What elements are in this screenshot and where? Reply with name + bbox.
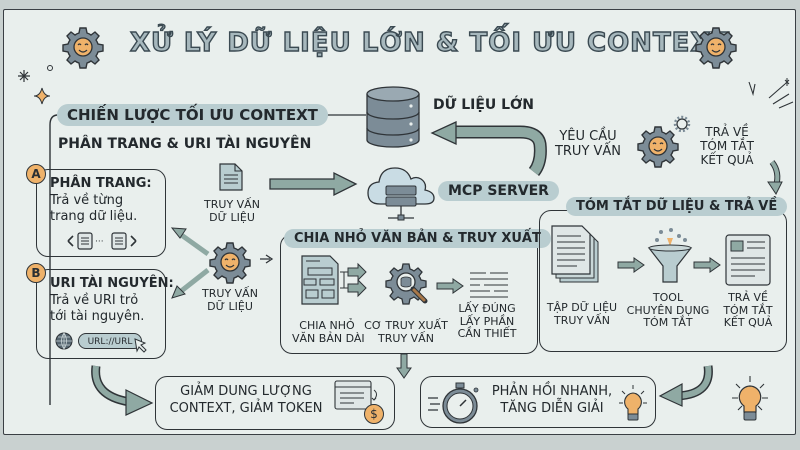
return-summary-line-2: TÓM TẮT [700, 138, 754, 153]
chunking-heading: CHIA NHỎ VĂN BẢN & TRUY XUẤT [284, 229, 551, 248]
pagination-title: PHÂN TRANG: [50, 176, 152, 191]
summary-step-3-line-3: KẾT QUẢ [723, 316, 773, 330]
uri-title: URI TÀI NGUYÊN: [50, 276, 174, 291]
curved-arrow-to-reduce [91, 365, 154, 416]
svg-text:···: ··· [95, 237, 104, 247]
fast-response-text: PHẢN HỒI NHANH, TĂNG DIỄN GIẢI [484, 384, 620, 418]
curved-arrow-to-fast [658, 365, 713, 407]
mcp-server-label: MCP SERVER [438, 181, 559, 201]
uri-link-text: URL://URL [87, 337, 133, 347]
arrow-right-small-icon [693, 257, 721, 273]
stopwatch-icon [428, 382, 479, 424]
arrow-right-small-icon [617, 257, 645, 273]
uri-card [36, 269, 166, 359]
return-summary-line-1: TRẢ VỀ [705, 125, 749, 139]
arrow-right-small-icon [436, 278, 464, 294]
cloud-server-icon [367, 167, 435, 221]
fast-line-1: PHẢN HỒI NHANH, [491, 384, 613, 399]
coin-icon: $ [364, 404, 384, 424]
summary-report-icon [725, 234, 771, 286]
arrow-down-icon [396, 353, 412, 379]
fast-response-card [420, 376, 656, 428]
reduce-line-2: CONTEXT, GIẢM TOKEN [169, 400, 323, 416]
chunk-step-3-line-3: CẦN THIẾT [457, 327, 517, 341]
reduce-token-text: GIẢM DUNG LƯỢNG CONTEXT, GIẢM TOKEN [160, 384, 332, 418]
curved-arrow-to-database [430, 120, 547, 177]
text-lines-icon [470, 272, 508, 298]
summary-step-2-line-3: TÓM TẮT [643, 316, 693, 330]
page-title: XỬ LÝ DỮ LIỆU LỚN & TỐI ƯU CONTEXT [129, 27, 731, 58]
lightbulb-icon [732, 376, 768, 421]
query-doc-line-2: DỮ LIỆU [209, 210, 255, 224]
database-icon [366, 86, 420, 148]
pagination-card [36, 169, 166, 257]
sparkle-icon [18, 65, 53, 105]
summary-heading: TÓM TẮT DỮ LIỆU & TRẢ VỀ [566, 197, 788, 216]
smiling-gear-icon [209, 242, 251, 284]
split-document-icon [301, 255, 367, 305]
pagination-desc-2: trang dữ liệu. [50, 209, 138, 224]
query-gear-line-2: DỮ LIỆU [207, 299, 253, 313]
query-gear-label: TRUY VẤN DỮ LIỆU [198, 287, 262, 313]
summary-step-1-line-2: TRUY VẤN [554, 313, 610, 327]
smiling-gear-icon [695, 27, 737, 69]
request-line-2: TRUY VẤN [554, 143, 622, 159]
badge-a: A [26, 164, 46, 184]
document-stack-icon [551, 225, 599, 283]
smiling-gear-icon [637, 115, 691, 168]
uri-link[interactable]: URL://URL [78, 333, 142, 349]
pagination-desc-1: Trả về từng [50, 193, 124, 208]
lightbulb-icon [619, 385, 647, 421]
summary-step-2-line-1: TOOL [652, 291, 684, 304]
smiling-gear-icon [62, 27, 104, 69]
chunk-step-3-line-2: LẤY PHẦN [459, 314, 515, 328]
uri-desc-2: tới tài nguyên. [50, 309, 145, 324]
query-doc-line-1: TRUY VẤN [204, 198, 260, 211]
request-line-1: YÊU CẦU [559, 129, 617, 144]
pages-icon: ··· [67, 232, 137, 250]
chunk-step-3: LẤY ĐÚNG LẤY PHẦN CẦN THIẾT [452, 302, 522, 341]
arrow-down-curved-icon [767, 160, 783, 195]
chunk-step-1-line-2: VĂN BẢN DÀI [292, 331, 365, 345]
badge-b: B [26, 263, 46, 283]
search-gear-icon [385, 263, 428, 305]
strategy-heading: CHIẾN LƯỢC TỐI ƯU CONTEXT [57, 104, 328, 126]
return-summary-line-3: KẾT QUẢ [700, 152, 754, 167]
browser-window-icon [334, 380, 377, 410]
document-icon [219, 163, 243, 191]
summary-step-2-line-2: CHUYÊN DỤNG [626, 303, 710, 317]
query-doc-label: TRUY VẤN DỮ LIỆU [200, 198, 264, 224]
diagram-canvas [3, 9, 796, 435]
reduce-line-1: GIẢM DUNG LƯỢNG [180, 384, 312, 399]
funnel-icon [647, 228, 693, 283]
cursor-icon [134, 338, 147, 353]
chunk-step-1-line-1: CHIA NHỎ [299, 319, 355, 332]
reduce-token-card [155, 376, 395, 430]
strategy-subheading: PHÂN TRANG & URI TÀI NGUYÊN [58, 136, 312, 152]
chunk-step-3-line-1: LẤY ĐÚNG [458, 302, 516, 315]
chunk-step-1: CHIA NHỎ VĂN BẢN DÀI [292, 319, 365, 345]
arrows-from-gear [170, 227, 274, 299]
chunk-step-2: CƠ TRUY XUẤT TRUY VẤN [364, 319, 448, 345]
request-label: YÊU CẦU TRUY VẤN [553, 129, 623, 160]
database-label: DỮ LIỆU LỚN [433, 97, 534, 113]
return-summary-label: TRẢ VỀ TÓM TẮT KẾT QUẢ [692, 125, 762, 167]
summary-step-3: TRẢ VỀ TÓM TẮT KẾT QUẢ [716, 291, 780, 330]
arrow-right-icon [269, 171, 358, 197]
summary-step-3-line-2: TÓM TẮT [723, 303, 773, 317]
summary-step-1-line-1: TẬP DỮ LIỆU [546, 301, 618, 314]
chunk-step-2-line-2: TRUY VẤN [378, 331, 434, 345]
fast-line-2: TĂNG DIỄN GIẢI [500, 400, 604, 416]
chunk-step-2-line-1: CƠ TRUY XUẤT [364, 319, 448, 332]
summary-step-3-line-1: TRẢ VỀ [728, 291, 768, 304]
summary-step-2: TOOL CHUYÊN DỤNG TÓM TẮT [626, 291, 710, 330]
summary-step-1: TẬP DỮ LIỆU TRUY VẤN [546, 301, 618, 327]
uri-desc-1: Trả về URI trỏ [50, 293, 139, 308]
globe-icon [55, 332, 73, 350]
sparkle-lines-icon [748, 78, 794, 109]
query-gear-line-1: TRUY VẤN [202, 287, 258, 300]
